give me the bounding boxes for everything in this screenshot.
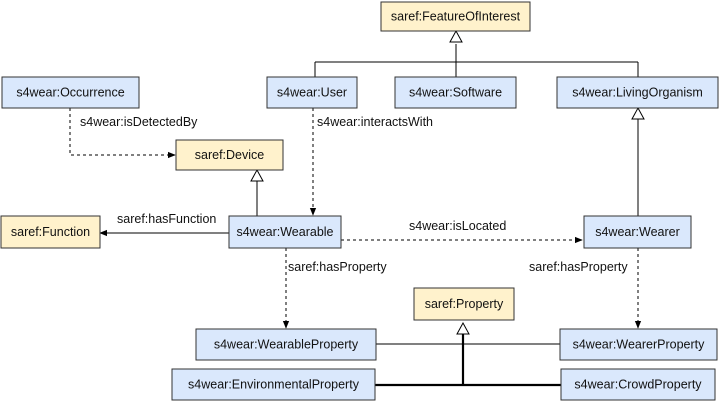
node-wearer-property[interactable]: s4wear:WearerProperty: [559, 328, 718, 361]
node-wearable-property[interactable]: s4wear:WearableProperty: [195, 328, 377, 361]
node-label: saref:Property: [425, 297, 504, 311]
subclass-edge-wearer-to-living-organism: [631, 106, 645, 216]
node-label: saref:FeatureOfInterest: [391, 10, 521, 24]
subclass-edge-wearable-to-device: [250, 168, 264, 216]
label-is-detected-by: s4wear:isDetectedBy: [80, 115, 198, 129]
node-environmental-property[interactable]: s4wear:EnvironmentalProperty: [171, 368, 376, 401]
node-label: s4wear:WearerProperty: [573, 338, 706, 352]
node-occurrence[interactable]: s4wear:Occurrence: [1, 76, 140, 109]
node-software[interactable]: s4wear:Software: [394, 76, 517, 109]
node-label: s4wear:User: [277, 86, 347, 100]
node-crowd-property[interactable]: s4wear:CrowdProperty: [560, 368, 716, 401]
node-label: saref:Device: [195, 148, 265, 162]
node-device[interactable]: saref:Device: [175, 139, 284, 171]
label-has-property-wearable: saref:hasProperty: [288, 260, 387, 274]
label-has-property-wearer: saref:hasProperty: [529, 260, 628, 274]
label-is-located: s4wear:isLocated: [409, 219, 506, 233]
node-function[interactable]: saref:Function: [0, 215, 101, 249]
node-label: s4wear:LivingOrganism: [572, 86, 703, 100]
edge-is-detected-by: [69, 108, 176, 159]
node-feature-of-interest[interactable]: saref:FeatureOfInterest: [380, 1, 531, 32]
node-property[interactable]: saref:Property: [413, 287, 515, 321]
node-label: s4wear:Wearable: [236, 225, 333, 239]
node-wearer[interactable]: s4wear:Wearer: [583, 215, 692, 249]
node-label: s4wear:WearableProperty: [214, 338, 359, 352]
node-label: s4wear:EnvironmentalProperty: [188, 378, 360, 392]
node-user[interactable]: s4wear:User: [266, 76, 358, 109]
label-interacts-with: s4wear:interactsWith: [317, 115, 433, 129]
node-label: s4wear:Occurrence: [16, 86, 124, 100]
node-wearable[interactable]: s4wear:Wearable: [228, 215, 342, 249]
subclass-edge-to-property: [375, 321, 561, 387]
node-label: s4wear:Wearer: [595, 225, 680, 239]
node-label: saref:Function: [11, 225, 90, 239]
subclass-edge-to-feature-of-interest: [314, 29, 639, 77]
node-living-organism[interactable]: s4wear:LivingOrganism: [556, 76, 719, 109]
node-label: s4wear:CrowdProperty: [574, 378, 702, 392]
node-label: s4wear:Software: [409, 86, 502, 100]
label-has-function: saref:hasFunction: [117, 212, 216, 226]
